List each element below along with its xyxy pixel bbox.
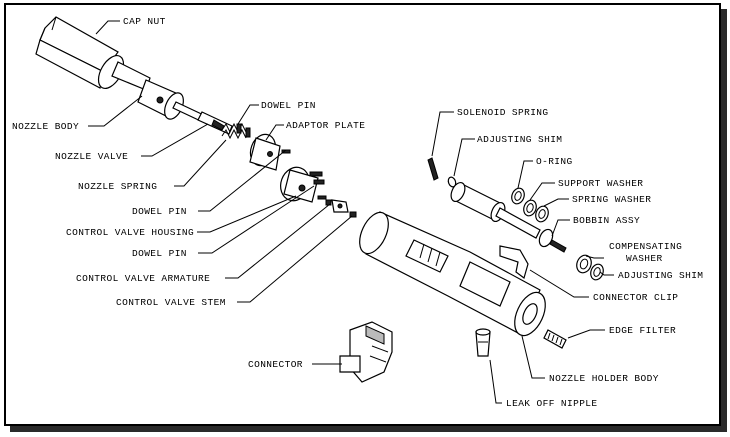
nozzle-holder-body-part: [359, 211, 546, 337]
label-edge-filter: EDGE FILTER: [609, 325, 676, 336]
label-cap-nut: CAP NUT: [123, 16, 166, 27]
label-control-valve-housing: CONTROL VALVE HOUSING: [66, 227, 194, 238]
label-solenoid-spring: SOLENOID SPRING: [457, 107, 549, 118]
label-adjusting-shim-top: ADJUSTING SHIM: [477, 134, 562, 145]
label-dowel-pin-top: DOWEL PIN: [261, 100, 316, 111]
dowel-pin-top-part: [236, 123, 251, 138]
label-support-washer: SUPPORT WASHER: [558, 178, 643, 189]
label-compensating-washer-line1: COMPENSATING: [609, 241, 682, 252]
nozzle-spring-part: [221, 122, 247, 140]
support-washer-part: [523, 199, 537, 217]
o-ring-part: [511, 187, 525, 205]
label-nozzle-holder-body: NOZZLE HOLDER BODY: [549, 373, 659, 384]
label-adaptor-plate: ADAPTOR PLATE: [286, 120, 365, 131]
label-bobbin-assy: BOBBIN ASSY: [573, 215, 640, 226]
cap-nut-part: [35, 16, 151, 91]
spring-washer-part: [535, 205, 549, 223]
label-nozzle-spring: NOZZLE SPRING: [78, 181, 157, 192]
leader-lines: [88, 20, 614, 404]
label-leak-off-nipple: LEAK OFF NIPPLE: [506, 398, 598, 409]
adaptor-plate-part: [249, 133, 291, 171]
label-control-valve-stem: CONTROL VALVE STEM: [116, 297, 226, 308]
label-dowel-pin-mid: DOWEL PIN: [132, 206, 187, 217]
label-spring-washer: SPRING WASHER: [572, 194, 651, 205]
label-control-valve-armature: CONTROL VALVE ARMATURE: [76, 273, 210, 284]
label-adjusting-shim-right: ADJUSTING SHIM: [618, 270, 703, 281]
label-compensating-washer-line2: WASHER: [626, 253, 663, 264]
bobbin-assy-part: [450, 181, 567, 253]
connector-clip-part: [499, 245, 529, 280]
label-dowel-pin-low: DOWEL PIN: [132, 248, 187, 259]
part-labels: CAP NUT NOZZLE BODY NOZZLE VALVE NOZZLE …: [12, 16, 703, 409]
edge-filter-part: [543, 329, 567, 349]
control-valve-armature-part: [317, 195, 349, 213]
control-valve-housing-part: [280, 166, 325, 203]
label-connector: CONNECTOR: [248, 359, 303, 370]
solenoid-spring-part: [427, 157, 439, 181]
label-o-ring: O-RING: [536, 156, 573, 167]
label-nozzle-valve: NOZZLE VALVE: [55, 151, 128, 162]
leak-off-nipple-part: [475, 328, 491, 357]
label-nozzle-body: NOZZLE BODY: [12, 121, 79, 132]
connector-part: [339, 321, 393, 383]
label-connector-clip: CONNECTOR CLIP: [593, 292, 678, 303]
control-valve-stem-part: [349, 211, 357, 218]
compensating-washer-part: [576, 254, 592, 274]
